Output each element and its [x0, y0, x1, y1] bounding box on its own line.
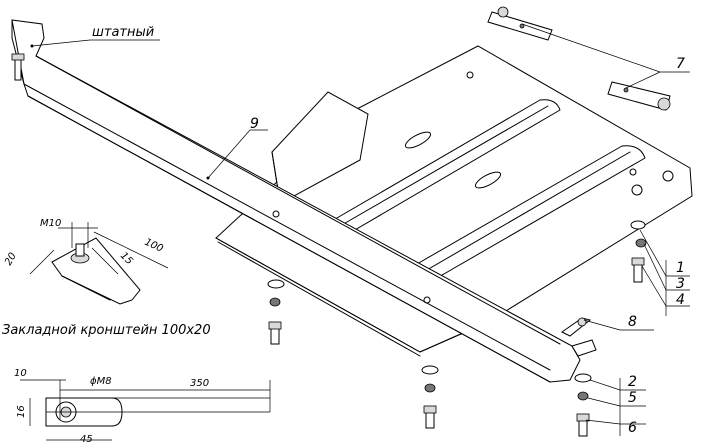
dim-m10: M10: [40, 218, 61, 229]
bracket-detail: [29, 222, 169, 305]
dim-20: 20: [3, 251, 19, 268]
bracket-caption: Закладной кронштейн 100x20: [2, 323, 211, 338]
label-part-3: 3: [676, 276, 685, 292]
fastener-set-lower: [421, 365, 592, 437]
dim-16: 16: [16, 405, 27, 418]
dim-15: 15: [118, 250, 135, 267]
dim-10: 10: [14, 368, 27, 379]
bolt-top-left: [11, 53, 25, 81]
dim-100: 100: [143, 237, 165, 255]
side-beam: [11, 19, 581, 383]
label-part-6: 6: [628, 420, 637, 436]
dim-350: 350: [190, 378, 209, 389]
label-part-2: 2: [628, 374, 637, 390]
skid-plate: [215, 45, 693, 357]
bracket-8: [561, 317, 597, 357]
label-shtatny: штатный: [92, 25, 154, 40]
strap-detail: [20, 379, 271, 441]
label-part-7: 7: [676, 56, 685, 72]
bracket-plate-upper: [487, 6, 553, 41]
label-part-9: 9: [250, 116, 259, 132]
fastener-set-right: [630, 220, 647, 283]
fastener-set-center: [267, 279, 285, 345]
leader-lines: [30, 23, 690, 436]
label-part-4: 4: [676, 292, 685, 308]
dim-m8: ϕM8: [90, 376, 112, 387]
label-part-5: 5: [628, 390, 637, 406]
label-part-1: 1: [676, 260, 685, 276]
bracket-plate-lower: [607, 81, 671, 111]
dim-45: 45: [80, 434, 93, 444]
label-part-8: 8: [628, 314, 637, 330]
